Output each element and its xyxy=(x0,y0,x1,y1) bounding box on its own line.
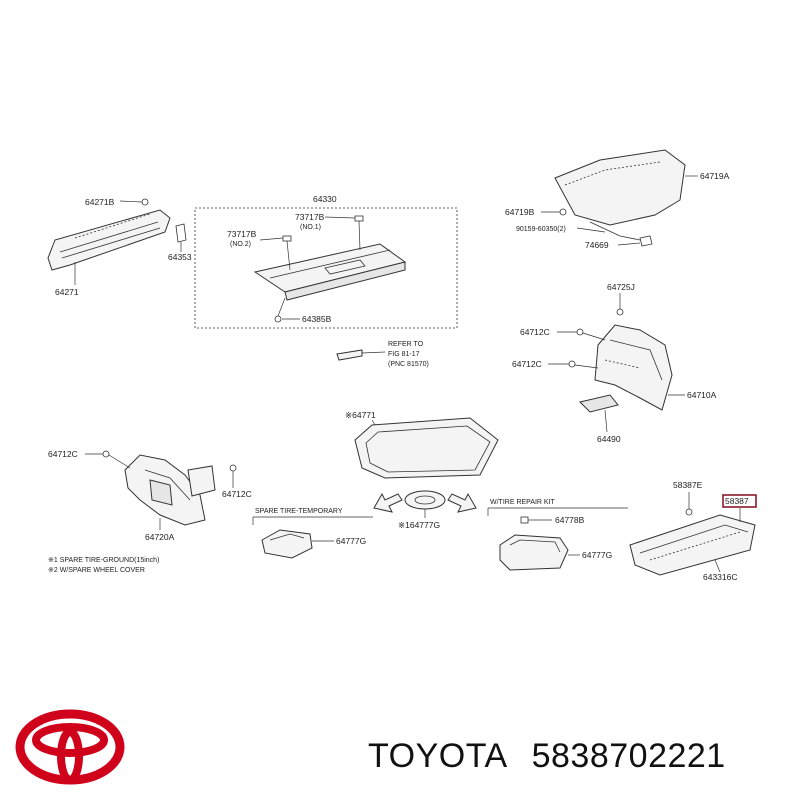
label-64725J: 64725J xyxy=(607,282,635,292)
label-fig: FIG 81-17 xyxy=(388,351,420,358)
toyota-logo-icon xyxy=(15,709,125,785)
label-64490: 64490 xyxy=(597,434,621,444)
part-64719A-cover xyxy=(541,149,698,247)
label-64719B: 64719B xyxy=(505,207,535,217)
highlight-box-58387 xyxy=(722,494,757,508)
label-pnc: (PNC 81570) xyxy=(388,361,429,368)
part-64778B-box xyxy=(499,516,580,571)
label-no1: (NO.1) xyxy=(300,224,321,231)
part-643316C-sill xyxy=(629,492,756,576)
note-2: ※2 W/SPARE WHEEL COVER xyxy=(48,567,145,574)
label-w-tire-repair-kit: W/TIRE REPAIR KIT xyxy=(490,499,556,506)
label-64712C-r1: 64712C xyxy=(520,327,550,337)
part-64777G-disc xyxy=(404,490,446,518)
label-58387: 58387 xyxy=(725,496,749,506)
label-64712C-r2: 64712C xyxy=(512,359,542,369)
label-64777G-right: 64777G xyxy=(582,550,612,560)
label-164777G: ※164777G xyxy=(398,520,440,530)
group-box-64330 xyxy=(194,207,458,329)
part-64720A-trim xyxy=(85,450,237,530)
label-64778B: 64778B xyxy=(555,515,585,525)
label-90159: 90159-60350(2) xyxy=(516,226,566,233)
label-64271: 64271 xyxy=(55,287,79,297)
label-refer-to: REFER TO xyxy=(388,341,424,348)
label-64712C-l2: 64712C xyxy=(222,489,252,499)
brand-name: TOYOTA xyxy=(368,737,508,775)
label-643316C: 643316C xyxy=(703,572,738,582)
label-spare-tire-temporary: SPARE TIRE-TEMPORARY xyxy=(255,508,343,515)
label-64720A: 64720A xyxy=(145,532,175,542)
arrow-right xyxy=(447,492,477,513)
label-64385B: 64385B xyxy=(302,314,332,324)
note-1: ※1 SPARE TIRE-GROUND(15inch) xyxy=(48,557,159,564)
label-64330: 64330 xyxy=(313,194,337,204)
label-64777G-left: 64777G xyxy=(336,536,366,546)
label-no2: (NO.2) xyxy=(230,241,251,248)
part-number: 5838702221 xyxy=(531,737,726,775)
part-64330-tray xyxy=(253,215,407,323)
label-64353: 64353 xyxy=(168,252,192,262)
arrow-left xyxy=(373,492,403,513)
label-73717B-2: 73717B xyxy=(227,229,257,239)
part-64490-pad xyxy=(579,394,619,433)
part-64271-trim xyxy=(47,198,171,285)
part-64777G-tray-left xyxy=(261,529,334,559)
part-64353-clip xyxy=(175,223,187,252)
part-refer-bracket xyxy=(336,349,386,361)
label-64771: ※64771 xyxy=(345,410,376,420)
label-64719A: 64719A xyxy=(700,171,730,181)
brand-caption: TOYOTA 5838702221 xyxy=(368,737,788,776)
label-64710A: 64710A xyxy=(687,390,717,400)
label-73717B-1: 73717B xyxy=(295,212,325,222)
label-64271B: 64271B xyxy=(85,197,115,207)
label-74669: 74669 xyxy=(585,240,609,250)
part-64771-mat xyxy=(354,417,499,479)
label-58387E: 58387E xyxy=(673,480,703,490)
label-64712C-l1: 64712C xyxy=(48,449,78,459)
part-64710A-trim xyxy=(548,293,685,411)
